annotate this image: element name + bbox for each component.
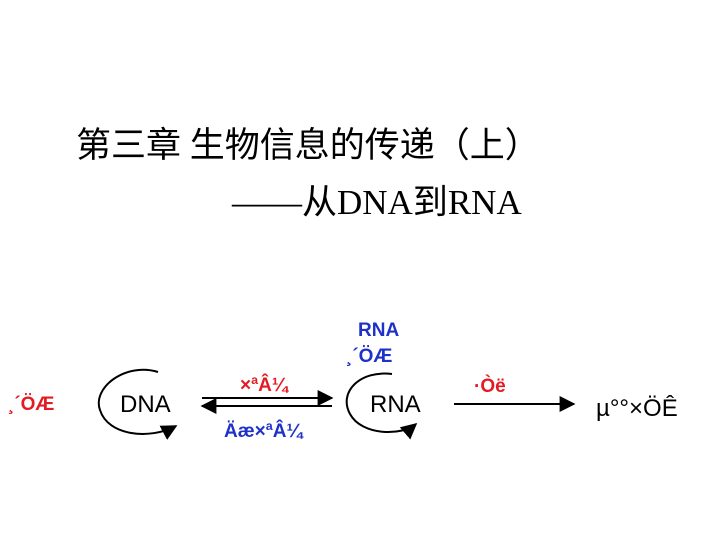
rna-replication-label-line2: ¸´ÖÆ xyxy=(346,346,392,367)
protein-node: µ°°×ÖÊ xyxy=(596,395,678,422)
rna-node: RNA xyxy=(370,391,421,418)
transcription-label: ×ªÂ¼ xyxy=(240,374,290,396)
dna-replication-label: ¸´ÖÆ xyxy=(8,394,54,415)
dna-replication-loop-arrow xyxy=(97,369,178,440)
reverse-transcription-label: Äæ×ªÂ¼ xyxy=(224,420,304,442)
rna-replication-label-line1: RNA xyxy=(358,320,399,341)
rna-replication-loop-arrow xyxy=(345,372,418,440)
translation-label: ·­Òë xyxy=(474,375,506,397)
dna-node: DNA xyxy=(120,391,171,418)
page-subtitle: ——从DNA到RNA xyxy=(232,183,522,222)
page-title: 第三章 生物信息的传递（上） xyxy=(76,126,540,165)
